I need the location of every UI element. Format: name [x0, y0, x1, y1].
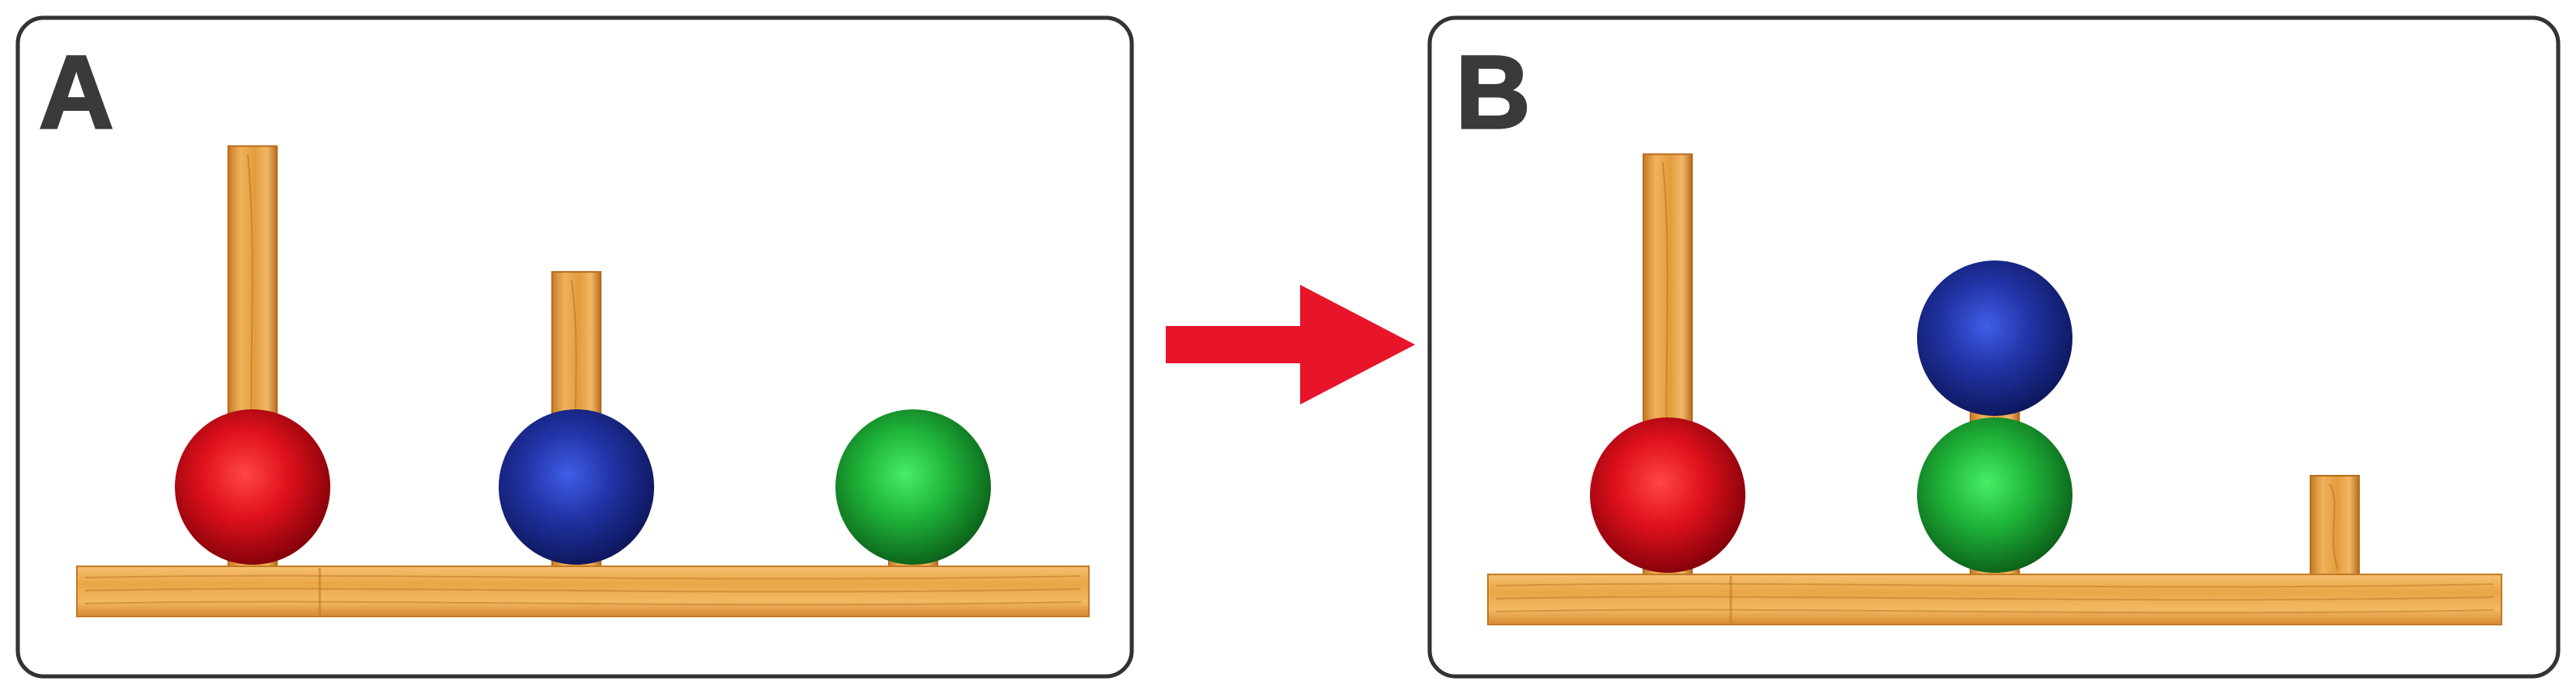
arrow-right-icon — [1166, 285, 1415, 405]
peg-grain — [2329, 483, 2339, 570]
wood-grain — [84, 587, 1082, 593]
wood-grain — [84, 600, 1082, 606]
wood-grain — [1495, 582, 2494, 588]
ball-blue — [1917, 261, 2072, 416]
arrow-head — [1300, 285, 1415, 405]
wood-grain — [84, 574, 1082, 580]
ball-green — [835, 409, 991, 565]
panel-b-balls — [1590, 261, 2072, 573]
panel-b-label: B — [1456, 35, 1530, 150]
ball-red — [175, 409, 330, 565]
panel-a: A — [15, 15, 1134, 679]
wood-grain — [1495, 608, 2494, 614]
ball-green — [1917, 417, 2072, 573]
wood-grain — [1495, 595, 2494, 601]
panel-a-base — [76, 566, 1090, 617]
arrow-shaft — [1166, 326, 1308, 363]
ball-blue — [499, 409, 654, 565]
panel-b: B — [1427, 15, 2561, 679]
panel-a-balls — [175, 409, 991, 565]
panel-b-base — [1487, 574, 2502, 625]
ball-red — [1590, 417, 1745, 573]
panel-a-label: A — [39, 35, 113, 150]
